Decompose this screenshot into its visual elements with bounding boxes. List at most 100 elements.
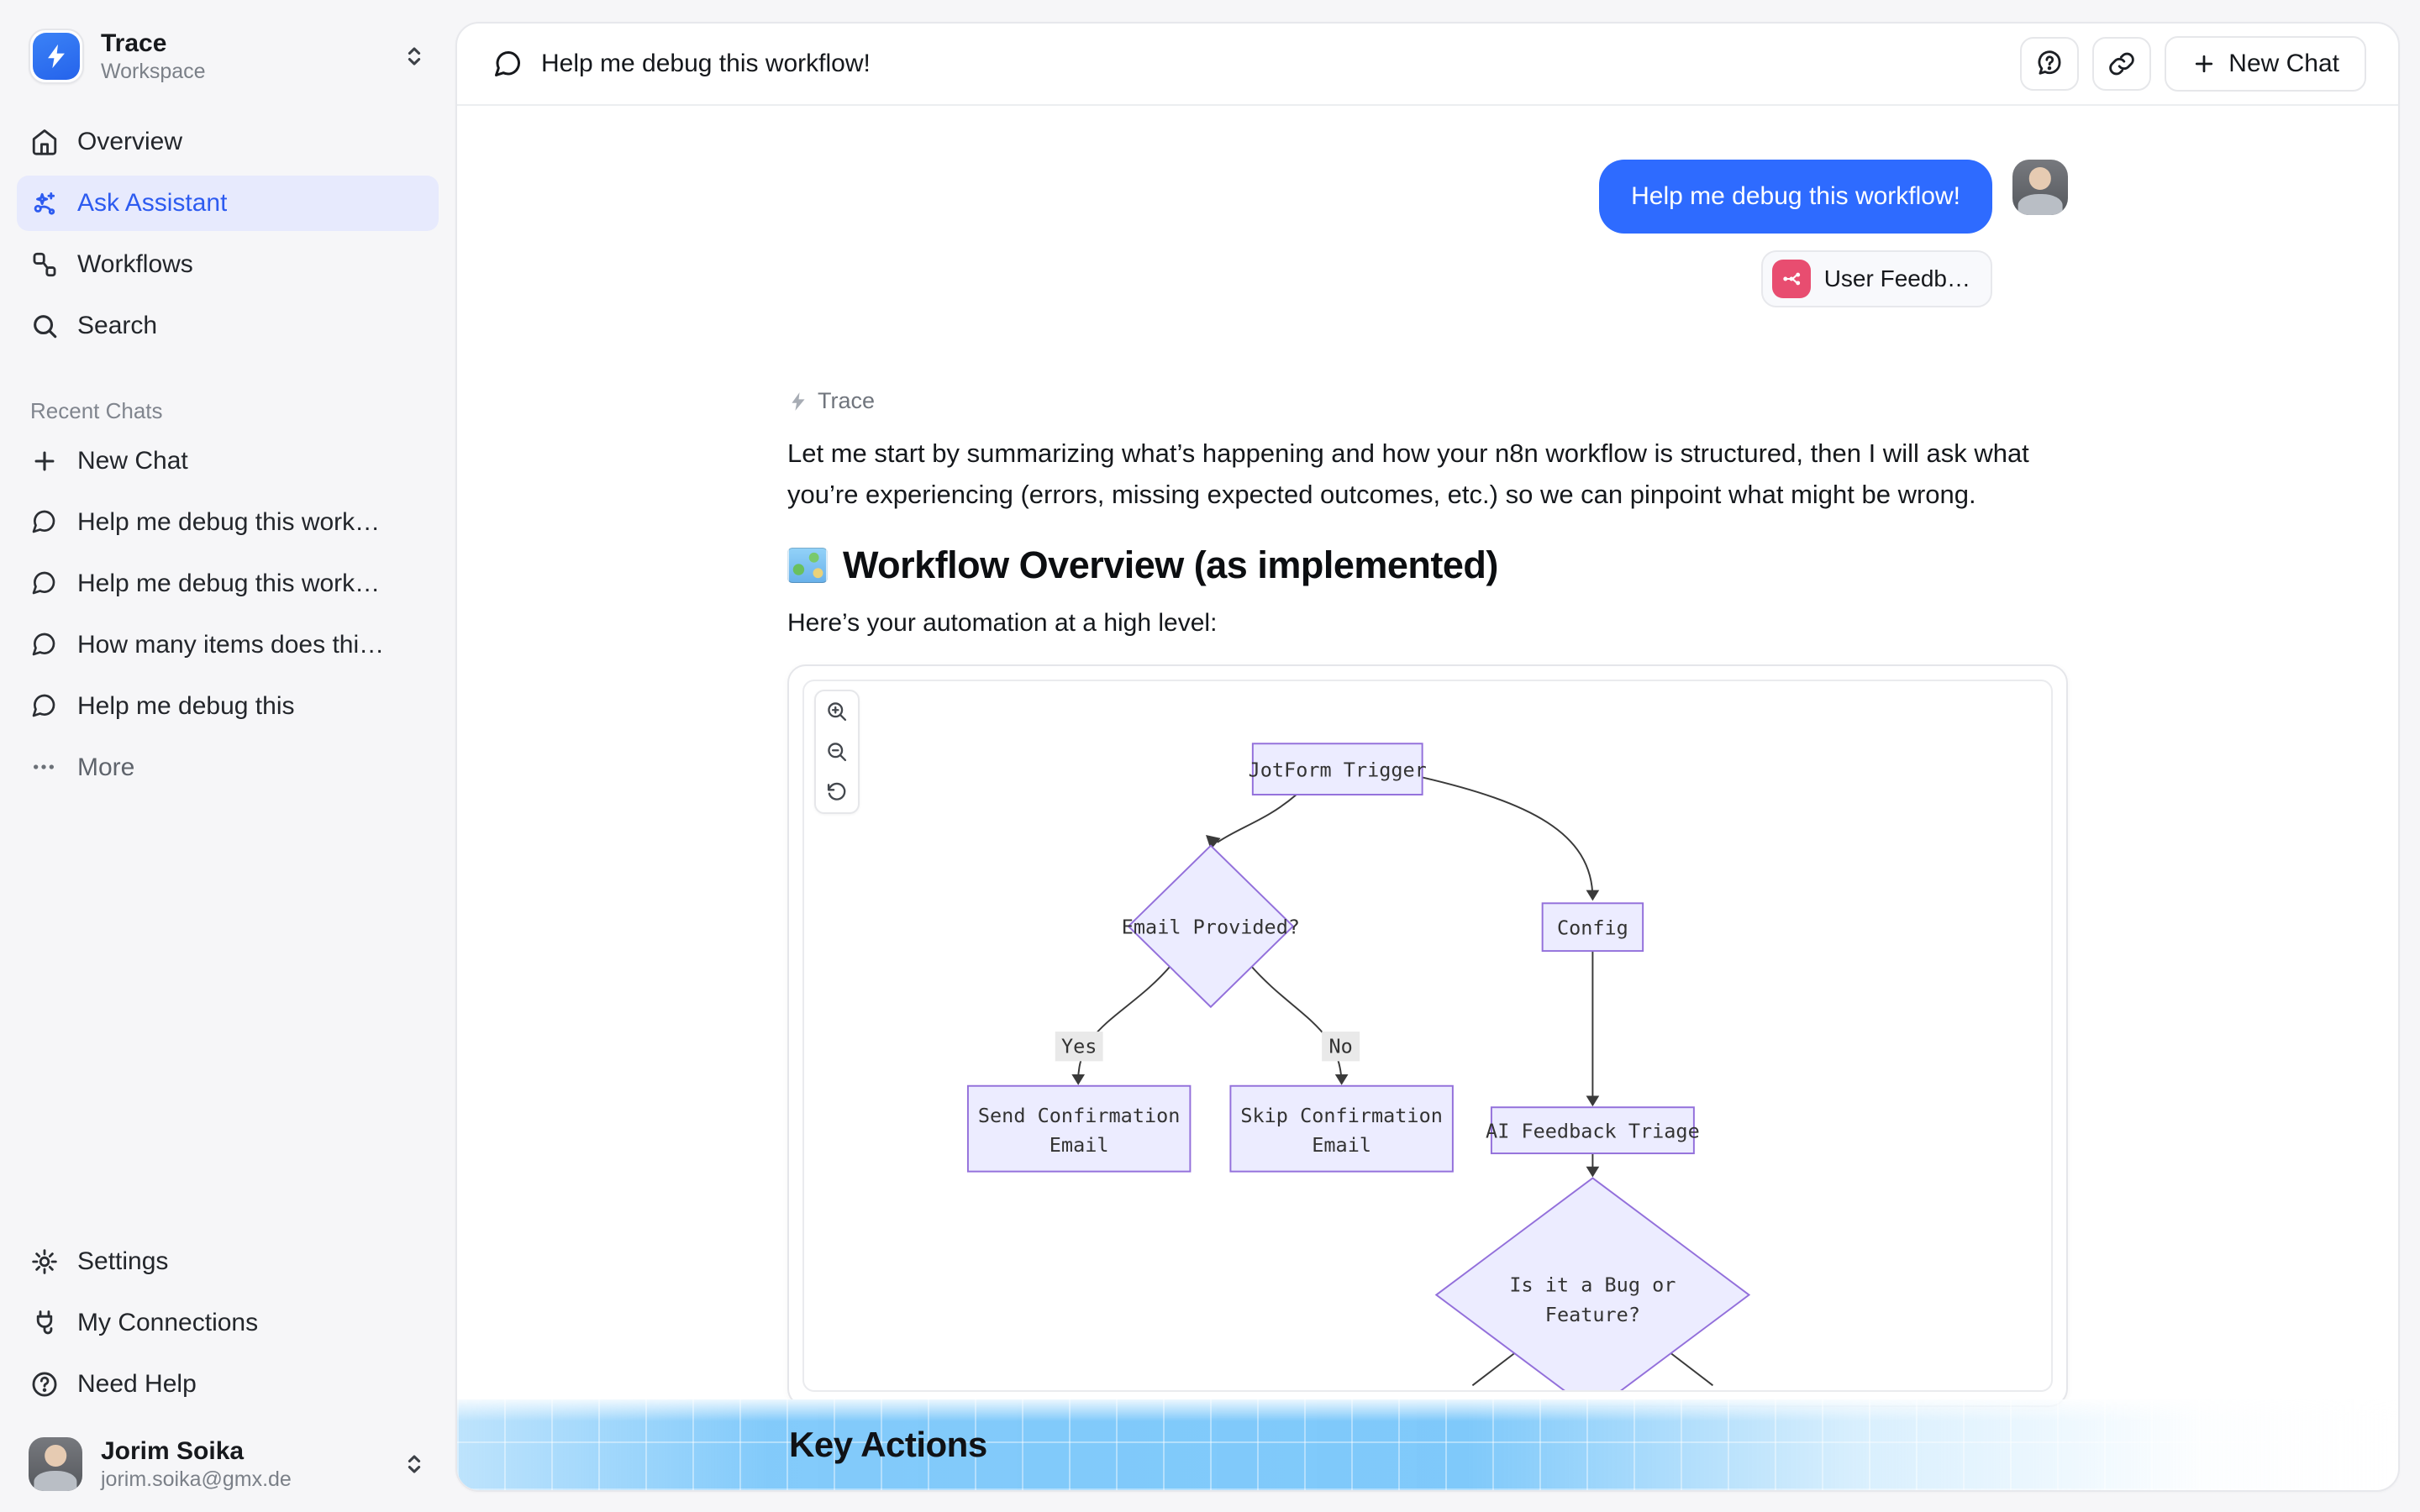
node-label: AI Feedback Triage (1486, 1119, 1700, 1142)
edge-bug-left-stub (1471, 1347, 1523, 1387)
chat-item-label: Help me debug this work… (77, 508, 381, 536)
user-message-row: Help me debug this workflow! (787, 160, 2068, 234)
node-skip-confirmation-email (1229, 1084, 1454, 1173)
overview-heading: Workflow Overview (as implemented) (843, 543, 1498, 586)
chat-item-label: Help me debug this (77, 692, 295, 720)
arrowhead (1586, 890, 1600, 901)
world-map-emoji (787, 548, 828, 583)
node-label: Email Provided? (1122, 916, 1300, 939)
sidebar-item-label: Need Help (77, 1370, 197, 1398)
new-chat-button[interactable]: New Chat (2165, 36, 2366, 92)
edge-trigger-to-config (1422, 776, 1594, 899)
key-actions-heading: Key Actions (789, 1425, 987, 1464)
gear-icon (30, 1247, 59, 1276)
chat-bubble-icon (30, 692, 59, 721)
chat-item-label: Help me debug this work… (77, 570, 381, 597)
chat-item-label: How many items does thi… (77, 631, 385, 659)
home-icon (30, 128, 59, 156)
assistant-intro-text: Let me start by summarizing what’s happe… (787, 438, 2029, 509)
workspace-logo (29, 29, 84, 84)
zoom-in-button[interactable] (816, 691, 858, 732)
node-label: JotForm Trigger (1249, 758, 1427, 781)
node-email-provided (1127, 844, 1295, 1009)
workspace-type: Workspace (101, 60, 206, 83)
chat-scroll-area[interactable]: Help me debug this workflow! User Feedb…… (457, 106, 2398, 1490)
sidebar-item-label: Search (77, 312, 158, 339)
sidebar-item-my-connections[interactable]: My Connections (17, 1295, 439, 1351)
more-chats-item[interactable]: More (17, 740, 439, 795)
edge-trigger-to-emailcheck (1217, 794, 1297, 843)
share-link-button[interactable] (2092, 37, 2152, 91)
ellipsis-icon (30, 753, 59, 782)
plug-icon (30, 1309, 59, 1337)
question-circle-icon (30, 1370, 59, 1399)
sidebar-spacer (17, 801, 439, 1234)
sidebar-footer-nav: Settings My Connections Need Help (17, 1234, 439, 1418)
arrowhead (1071, 1074, 1086, 1085)
new-chat-button-label: New Chat (2228, 50, 2339, 77)
assistant-sparkle-icon (30, 189, 59, 218)
workflow-attachment-chip[interactable]: User Feedb… (1760, 250, 1992, 307)
node-label: Skip Confirmation (1240, 1104, 1443, 1127)
sidebar-item-workflows[interactable]: Workflows (17, 237, 439, 292)
new-chat-item[interactable]: New Chat (17, 433, 439, 489)
trace-bolt-icon (792, 391, 805, 411)
assistant-name: Trace (818, 388, 876, 413)
new-chat-label: New Chat (77, 447, 188, 475)
node-send-confirmation-email (966, 1084, 1192, 1173)
workspace-switcher[interactable]: Trace Workspace (17, 29, 439, 84)
sidebar-item-ask-assistant[interactable]: Ask Assistant (17, 176, 439, 231)
node-bug-or-feature (1434, 1177, 1751, 1390)
trace-logo-icon (33, 33, 80, 80)
chat-list-item[interactable]: Help me debug this (17, 679, 439, 734)
edge-no (1249, 963, 1343, 1083)
node-label: Config (1557, 916, 1628, 940)
recent-chats-header: Recent Chats (30, 398, 163, 423)
sidebar-item-label: My Connections (77, 1309, 259, 1336)
reset-view-button[interactable] (816, 772, 858, 812)
zoom-out-button[interactable] (816, 732, 858, 772)
chat-title: Help me debug this workflow! (541, 50, 871, 77)
workflow-icon (1771, 260, 1811, 298)
diagram-toolbar (814, 690, 860, 814)
overview-subtext: Here’s your automation at a high level: (787, 609, 1218, 637)
workflow-diagram-card: Yes No JotForm Trigger Email Provided? C… (787, 664, 2068, 1407)
chat-panel: Help me debug this workflow! New Chat He… (455, 22, 2400, 1492)
sidebar-item-settings[interactable]: Settings (17, 1234, 439, 1289)
plus-icon (30, 447, 59, 475)
arrowhead (1586, 1166, 1600, 1178)
arrowhead (1586, 1095, 1600, 1107)
sidebar-item-overview[interactable]: Overview (17, 114, 439, 170)
help-button[interactable] (2020, 37, 2080, 91)
sidebar-item-label: Settings (77, 1247, 169, 1275)
sidebar-item-label: Ask Assistant (77, 189, 228, 217)
bottom-glow-decoration (457, 1399, 2398, 1490)
chat-list-item[interactable]: Help me debug this work… (17, 556, 439, 612)
sidebar: Trace Workspace Overview Ask Assistant W… (0, 0, 455, 1512)
overview-heading-row: Workflow Overview (as implemented) (787, 543, 2068, 587)
unfold-icon[interactable] (402, 44, 427, 69)
user-avatar (29, 1437, 82, 1491)
workflow-diagram-canvas[interactable]: Yes No JotForm Trigger Email Provided? C… (802, 680, 2053, 1392)
chat-bubble-icon (30, 631, 59, 659)
more-label: More (77, 753, 135, 781)
sidebar-item-need-help[interactable]: Need Help (17, 1357, 439, 1412)
user-email: jorim.soika@gmx.de (101, 1467, 292, 1491)
chat-list-item[interactable]: Help me debug this work… (17, 495, 439, 550)
user-avatar (2012, 160, 2068, 215)
assistant-message: Trace Let me start by summarizing what’s… (787, 388, 2068, 1407)
sidebar-item-search[interactable]: Search (17, 298, 439, 354)
node-label: Is it a Bug or (1509, 1273, 1676, 1297)
chat-bubble-icon (30, 570, 59, 598)
user-menu[interactable]: Jorim Soika jorim.soika@gmx.de (17, 1436, 439, 1492)
workflows-icon (30, 250, 59, 279)
unfold-icon[interactable] (402, 1452, 427, 1477)
chat-title-bubble-icon (492, 49, 523, 79)
chat-header: Help me debug this workflow! New Chat (457, 24, 2398, 106)
sidebar-item-label: Overview (77, 128, 183, 155)
node-ai-feedback-triage (1490, 1106, 1695, 1155)
chat-list-item[interactable]: How many items does thi… (17, 617, 439, 673)
node-label: Email (1050, 1133, 1109, 1157)
edge-label-no: No (1329, 1035, 1353, 1058)
node-label: Email (1312, 1133, 1371, 1157)
